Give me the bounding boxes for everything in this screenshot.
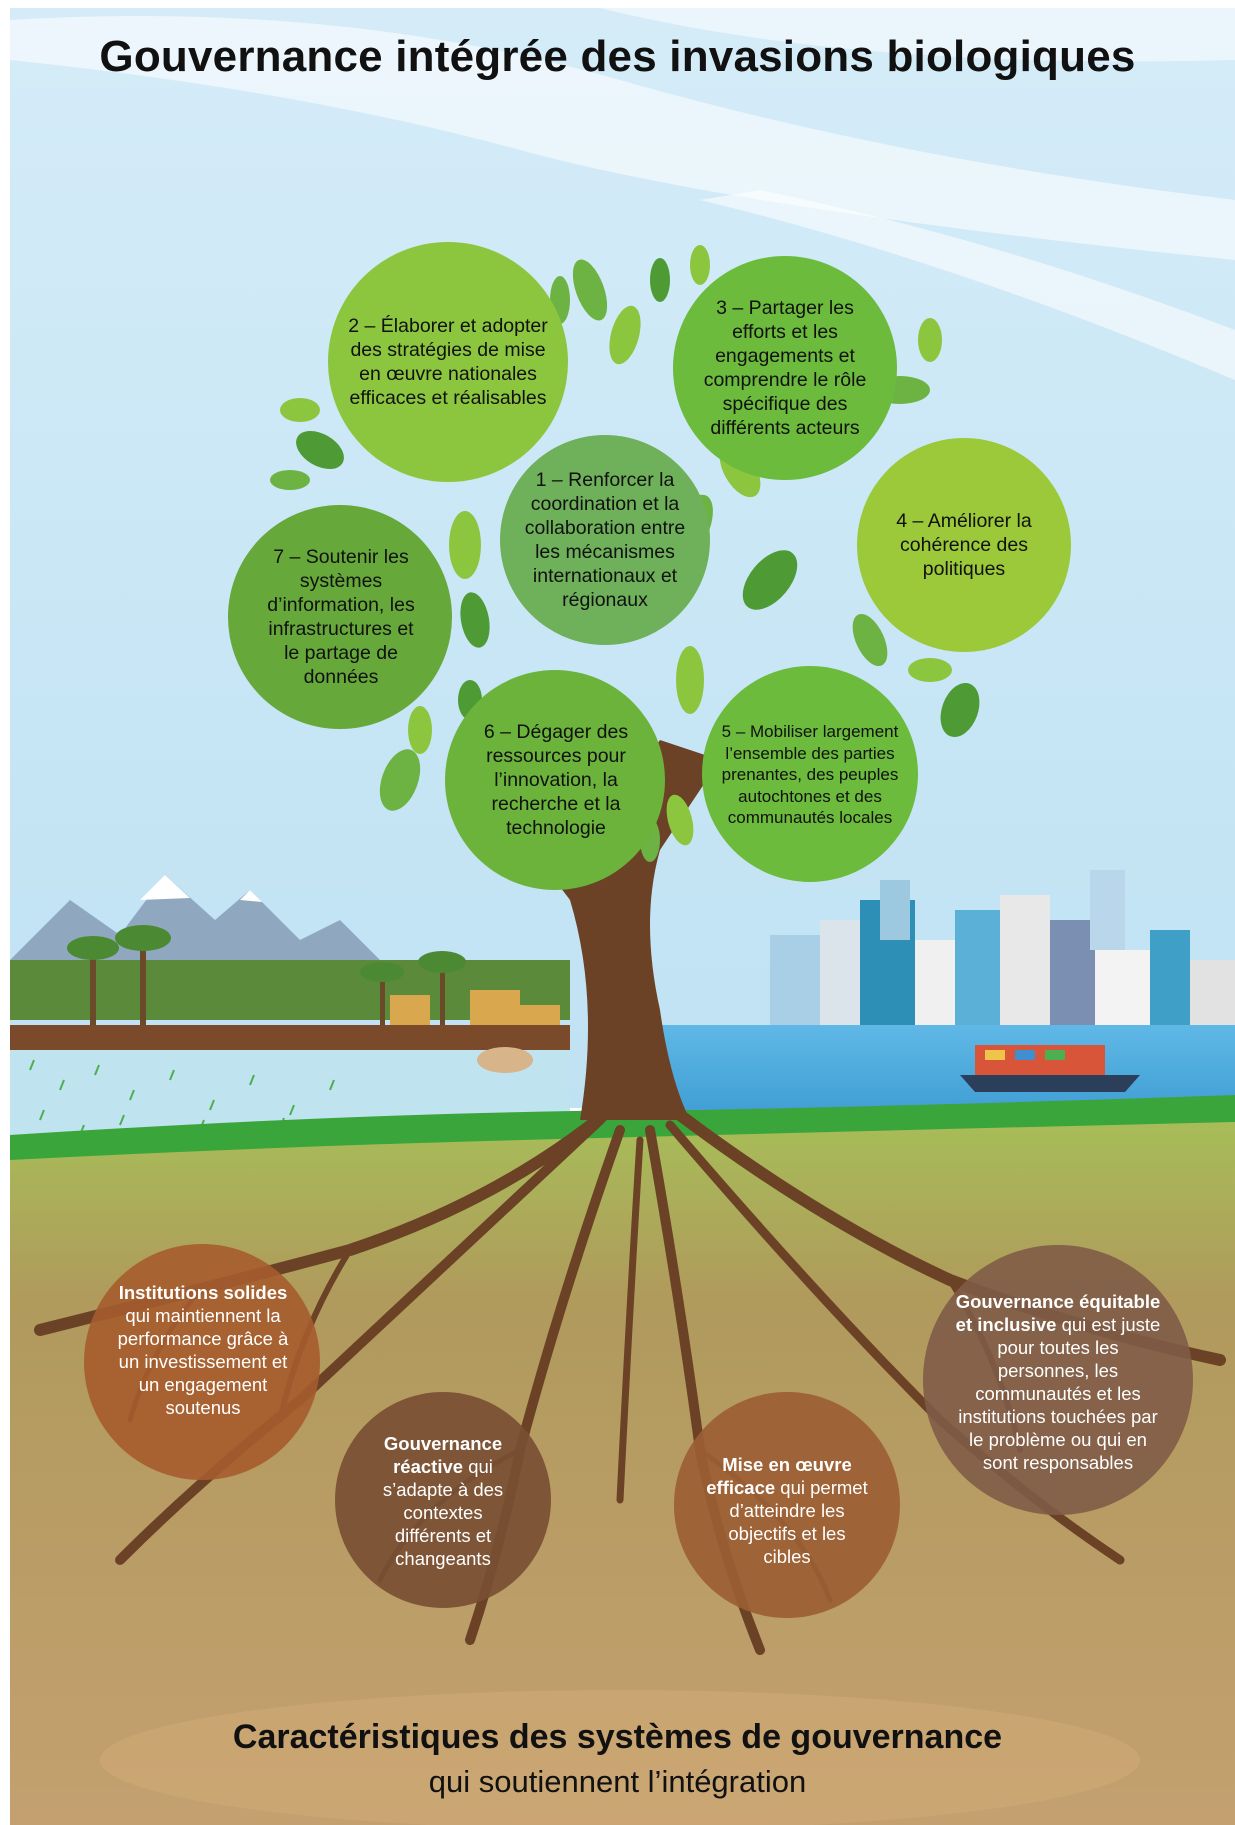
characteristic-1-text: qui maintiennent la performance grâce à … (117, 1305, 289, 1418)
goal-3-circle (673, 256, 897, 480)
soil-glow (100, 1690, 1140, 1825)
goal-7-circle (228, 505, 452, 729)
goal-1-text: 1 – Renforcer la coordination et la coll… (524, 469, 686, 611)
goal-3: 3 – Partager les efforts et les engageme… (693, 270, 877, 466)
characteristic-1-circle (84, 1244, 320, 1480)
characteristic-3-text: qui permet d’atteindre les objectifs et … (728, 1476, 868, 1567)
footer-title: Caractéristiques des systèmes de gouvern… (232, 1718, 1003, 1756)
goal-4-text: 4 – Améliorer la cohérence des politique… (896, 510, 1032, 580)
goal-2-circle (328, 242, 568, 482)
footer-subtitle: qui soutiennent l’intégration (428, 1764, 807, 1799)
goal-2: 2 – Élaborer et adopter des stratégies d… (345, 270, 551, 454)
goal-1-circle (500, 435, 710, 645)
goal-7-text: 7 – Soutenir les systèmes d’information,… (267, 546, 415, 688)
characteristic-2-circle (335, 1392, 551, 1608)
goal-2-text: 2 – Élaborer et adopter des stratégies d… (348, 315, 548, 409)
characteristic-4-circle (923, 1245, 1193, 1515)
cargo-ship (960, 1045, 1140, 1092)
cloud-swirl (10, 16, 1235, 260)
characteristic-1: Institutions solides qui maintiennent la… (110, 1250, 296, 1450)
characteristic-3-title: Mise en œuvre efficace (706, 1453, 852, 1498)
cloud-swirl (700, 190, 1235, 380)
cow (477, 1047, 533, 1073)
characteristic-3-circle (674, 1392, 900, 1618)
village (10, 925, 570, 1035)
goal-6-circle (445, 670, 665, 890)
characteristic-1-title: Institutions solides (118, 1282, 288, 1303)
goal-5: 5 – Mobiliser largement l’ensemble des p… (710, 700, 910, 850)
goal-3-text: 3 – Partager les efforts et les engageme… (703, 297, 867, 439)
characteristic-4-title: Gouvernance équitable et inclusive (955, 1291, 1161, 1335)
characteristic-2: Gouvernance réactive qui s’adapte à des … (363, 1415, 523, 1587)
goal-5-circle (702, 666, 918, 882)
page-title: Gouvernance intégrée des invasions biolo… (99, 32, 1136, 81)
goal-7: 7 – Soutenir les systèmes d’information,… (262, 520, 420, 714)
goal-4-circle (857, 438, 1071, 652)
earth-strip (10, 1025, 570, 1050)
cloud-swirl (600, 8, 1235, 62)
goal-4: 4 – Améliorer la cohérence des politique… (882, 480, 1046, 610)
characteristic-2-text: qui s’adapte à des contextes différents … (382, 1456, 504, 1569)
goal-6: 6 – Dégager des ressources pour l’innova… (468, 700, 644, 860)
characteristic-4-text: qui est juste pour toutes les personnes,… (958, 1314, 1161, 1473)
characteristic-3: Mise en œuvre efficace qui permet d’atte… (703, 1425, 871, 1595)
goal-6-text: 6 – Dégager des ressources pour l’innova… (483, 721, 629, 839)
characteristic-2-title: Gouvernance réactive (383, 1433, 503, 1477)
characteristic-4: Gouvernance équitable et inclusive qui e… (955, 1262, 1161, 1502)
goal-5-text: 5 – Mobiliser largement l’ensemble des p… (721, 722, 899, 828)
goal-1: 1 – Renforcer la coordination et la coll… (510, 450, 700, 630)
mountains (140, 875, 262, 902)
city-skyline (770, 870, 1235, 1025)
